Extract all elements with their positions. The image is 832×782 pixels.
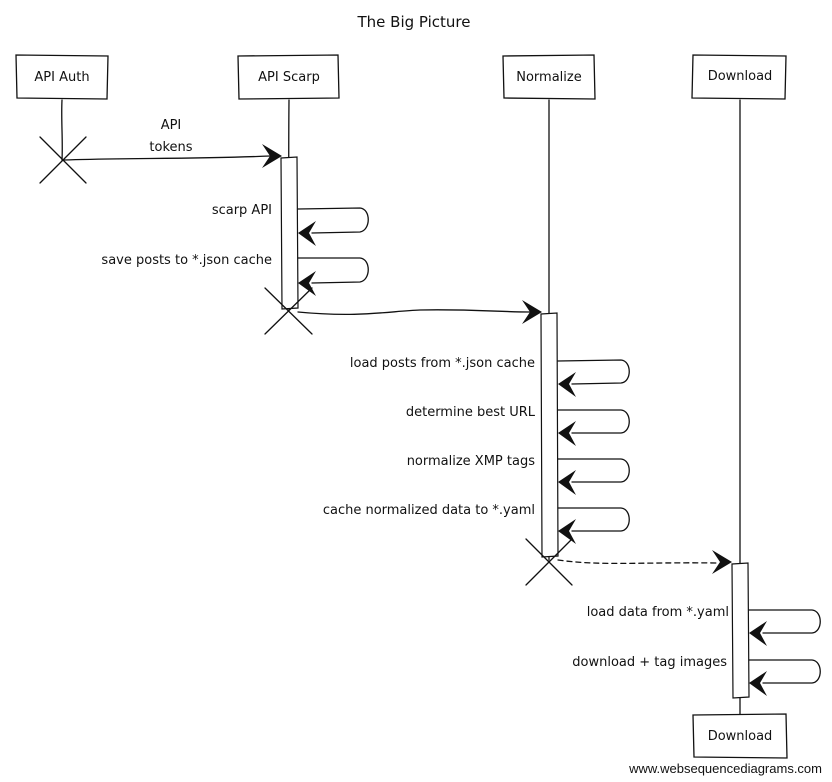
arrowhead-xmp-tags bbox=[558, 470, 576, 495]
participant-normalize-label: Normalize bbox=[516, 70, 581, 85]
participant-api-auth: API Auth bbox=[15, 54, 109, 100]
message-save-posts: save posts to *.json cache bbox=[101, 253, 272, 268]
arrowhead-cache-yaml bbox=[558, 519, 576, 544]
destroy-marker-api-scarp bbox=[264, 287, 313, 335]
message-scarp-api: scarp API bbox=[212, 203, 272, 218]
activation-api-scarp bbox=[280, 156, 299, 310]
participant-api-scarp-label: API Scarp bbox=[258, 70, 320, 85]
self-arrow-xmp-tags bbox=[557, 458, 630, 483]
lifeline-api-auth bbox=[61, 99, 63, 161]
message-download-tag: download + tag images bbox=[572, 655, 727, 670]
self-arrow-download-tag bbox=[748, 659, 821, 684]
participant-api-scarp: API Scarp bbox=[237, 54, 340, 100]
participant-download-bottom: Download bbox=[692, 713, 788, 759]
participant-normalize: Normalize bbox=[502, 54, 596, 100]
participant-api-auth-label: API Auth bbox=[34, 70, 89, 85]
destroy-marker-api-auth bbox=[39, 136, 87, 184]
arrowhead-download-tag bbox=[749, 671, 767, 696]
watermark-link[interactable]: www.websequencediagrams.com bbox=[628, 761, 822, 776]
participant-download: Download bbox=[691, 54, 787, 100]
arrowhead-tokens bbox=[262, 144, 282, 168]
arrowhead-load-yaml bbox=[749, 621, 767, 646]
self-arrow-save-posts bbox=[297, 257, 369, 284]
message-xmp-tags: normalize XMP tags bbox=[407, 454, 536, 469]
message-cache-yaml: cache normalized data to *.yaml bbox=[323, 503, 535, 518]
self-arrow-load-yaml bbox=[748, 609, 821, 634]
message-tokens-line1: API bbox=[161, 118, 182, 133]
message-load-posts: load posts from *.json cache bbox=[350, 356, 535, 371]
activation-normalize bbox=[540, 312, 559, 558]
self-arrow-scarp-api bbox=[297, 207, 369, 234]
participant-download-label: Download bbox=[708, 69, 773, 84]
message-arrow-tokens bbox=[63, 155, 271, 161]
diagram-title: The Big Picture bbox=[357, 13, 471, 31]
message-arrow-to-normalize bbox=[297, 309, 531, 316]
arrowhead-scarp-api bbox=[298, 221, 316, 246]
arrowhead-save-posts bbox=[298, 271, 316, 296]
message-tokens-line2: tokens bbox=[149, 140, 192, 155]
destroy-marker-normalize bbox=[525, 538, 573, 586]
participant-download-bottom-label: Download bbox=[708, 729, 773, 744]
message-load-yaml: load data from *.yaml bbox=[587, 605, 729, 620]
activation-download bbox=[731, 562, 750, 699]
self-arrow-best-url bbox=[557, 409, 630, 434]
arrowhead-to-normalize bbox=[522, 300, 542, 324]
arrowhead-to-download bbox=[712, 550, 732, 574]
arrowhead-best-url bbox=[558, 421, 576, 446]
message-arrow-to-download bbox=[557, 559, 719, 565]
self-arrow-load-posts bbox=[557, 359, 630, 385]
message-best-url: determine best URL bbox=[406, 405, 536, 420]
self-arrow-cache-yaml bbox=[557, 507, 630, 532]
arrowhead-load-posts bbox=[558, 372, 576, 397]
